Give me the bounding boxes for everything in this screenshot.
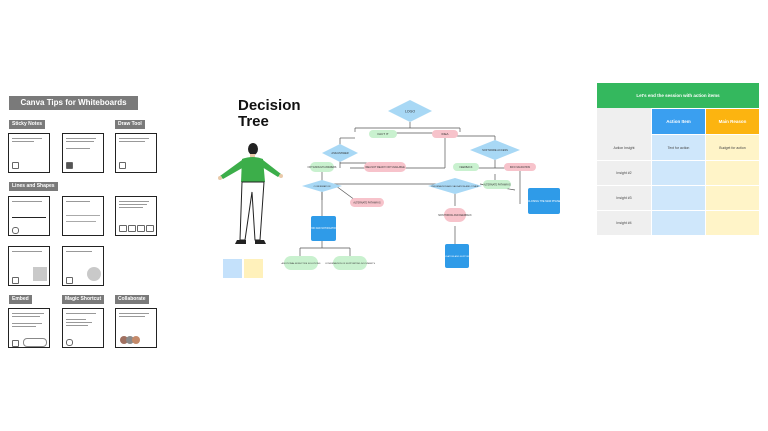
avatar <box>132 336 140 344</box>
magic-shortcut-label: Magic Shortcut <box>62 295 105 304</box>
software-text: SOFTWARE ACCESS <box>482 148 508 152</box>
additional-box <box>445 244 469 268</box>
tip-card-shapes-2[interactable] <box>8 246 50 286</box>
monitoring-node <box>444 208 466 222</box>
avatar <box>120 336 128 344</box>
title-line-2: Tree <box>238 113 269 130</box>
tip-card-sticky-2[interactable] <box>62 133 104 173</box>
info-validation-text: INFO VALIDATION <box>510 166 531 169</box>
corner-cell <box>597 108 651 135</box>
root-text: LOGO <box>405 110 415 114</box>
row-label: Insight #2 <box>597 161 651 185</box>
table-cell[interactable]: Text for action <box>652 135 705 160</box>
collaborate-label: Collaborate <box>115 295 149 304</box>
row-label: Action Insight <box>597 135 651 160</box>
info-diamond-text: INFORMATION AND VALIDATION AND OTHER <box>432 185 479 188</box>
confirmation-box <box>311 216 336 241</box>
person-illustration <box>218 143 283 244</box>
table-cell[interactable] <box>706 186 759 210</box>
table-cell[interactable]: Budget for action <box>706 135 759 160</box>
action-items-header: Let's end the session with action items <box>597 83 759 108</box>
idea-node <box>432 130 458 138</box>
not-enough-text: NOT ENOUGH ANSWERS <box>308 166 337 169</box>
col-action-item: Action Item <box>652 109 705 134</box>
feedback-text: FEEDBACK <box>460 166 473 169</box>
effective-node <box>284 256 318 270</box>
supporting-node <box>333 256 367 270</box>
sticky-notes-label: Sticky Notes <box>9 120 46 129</box>
alternate-right-text: ALTERNATE PATHWAYS <box>483 184 511 187</box>
ask-text: ASK/ANSWER <box>331 151 348 155</box>
info-diamond <box>428 178 482 194</box>
table-cell[interactable] <box>652 186 705 210</box>
tip-card-sticky[interactable] <box>8 133 50 173</box>
confirmation-box-text: CONFIRMATION AND NOTIFICATION PROCESS <box>298 227 350 230</box>
row-label: Insight #4 <box>597 211 651 235</box>
software-diamond <box>470 140 520 160</box>
tips-title: Canva Tips for Whiteboards <box>9 96 138 110</box>
tip-card-shapes[interactable] <box>115 196 157 236</box>
idea-text: IDEA <box>441 132 448 136</box>
tip-card-magic[interactable] <box>62 308 104 348</box>
not-enough-node <box>310 162 334 172</box>
tip-card-embed[interactable] <box>8 308 50 348</box>
yellow-swatch <box>244 259 263 278</box>
idea-not-ready-node <box>364 162 406 172</box>
confirmation-diamond <box>302 180 342 192</box>
effective-text: ADDITIONAL EFFECTIVE SOLUTIONS <box>282 262 321 265</box>
monitoring-text: MONITORING AND FEEDBACK <box>438 214 472 217</box>
ask-diamond <box>322 144 358 162</box>
tip-card-shapes-3[interactable] <box>62 246 104 286</box>
additional-box-text: ADDITIONAL VALIDATION AND SUPPORT INFORM… <box>428 255 487 258</box>
alternate-right-node <box>483 180 511 189</box>
feedback-node <box>453 163 479 171</box>
supporting-text: CONFIRMATION OF SUPPORTING DOCUMENTS <box>325 262 376 265</box>
table-cell[interactable] <box>652 161 705 185</box>
table-cell[interactable] <box>706 161 759 185</box>
decision-flowchart: LOGO FACT IT IDEA ASK/ANSWER SOFTWARE AC… <box>282 100 561 270</box>
tip-card-collaborate[interactable] <box>115 308 157 348</box>
embed-label: Embed <box>9 295 32 304</box>
row-label: Insight #3 <box>597 186 651 210</box>
info-validation-node <box>504 163 536 171</box>
blue-swatch <box>223 259 242 278</box>
alternate-text: ALTERNATE PATHWAYS <box>353 202 381 205</box>
idea-not-ready-text: IDEA NOT READY/ NOT AVAILABLE <box>365 166 405 169</box>
table-cell[interactable] <box>706 211 759 235</box>
col-main-reason: Main Reason <box>706 109 759 134</box>
table-cell[interactable] <box>652 211 705 235</box>
lines-shapes-label: Lines and Shapes <box>9 182 58 191</box>
draw-tool-label: Draw Tool <box>115 120 145 129</box>
fact-text: FACT IT <box>377 132 388 136</box>
tip-card-lines-2[interactable] <box>62 196 104 236</box>
tip-card-lines[interactable] <box>8 196 50 236</box>
title-line-1: Decision <box>238 97 301 114</box>
tip-card-draw[interactable] <box>115 133 157 173</box>
confirmation-text: CONFIRMATION <box>314 185 331 188</box>
alternate-node <box>350 198 384 207</box>
root-diamond <box>388 100 432 122</box>
decision-tree-title: Decision Tree <box>238 98 301 130</box>
closing-box <box>528 188 560 214</box>
closing-box-text: CLOSING THE NEW PHASE <box>528 200 561 203</box>
fact-node <box>369 130 397 138</box>
avatar <box>126 336 134 344</box>
